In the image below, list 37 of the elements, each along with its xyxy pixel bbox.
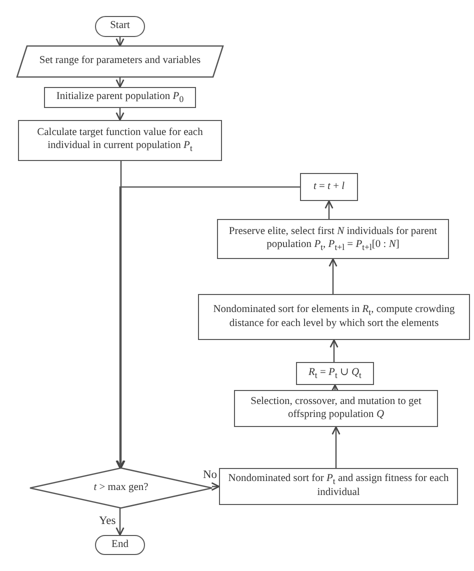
arrow — [328, 258, 338, 294]
arrow — [116, 37, 124, 47]
node-text: Set range for parameters and variables — [38, 55, 202, 68]
arrow — [116, 186, 300, 469]
arrow — [116, 161, 126, 469]
node-text: R$_{t}$ = P$_{t}$ ∪ Q$_{t}$ — [308, 366, 362, 380]
process-box — [44, 87, 196, 108]
node-text: Nondominated sort for elements in R$_{t}$, compute crowding distance for each level by which sort the elements — [212, 304, 456, 330]
process-box — [18, 120, 222, 161]
node-text: Start — [109, 20, 131, 33]
arrow — [116, 108, 124, 121]
node-text: Nondominated sort for P$_{t}$ and assign fitness for each individual — [227, 473, 450, 500]
arrow — [330, 339, 338, 362]
arrow — [211, 482, 220, 491]
terminal-box — [95, 535, 145, 555]
edge-label: No — [202, 468, 218, 482]
process-box — [300, 173, 358, 201]
node-text: Selection, crossover, and mutation to get offspring population Q — [250, 396, 422, 422]
node-text: t = t + l — [312, 180, 346, 194]
arrow — [116, 508, 124, 536]
node-text: Initialize parent population P$_{0}$ — [55, 90, 185, 104]
input-parallelogram — [17, 46, 223, 77]
arrow — [330, 384, 340, 393]
process-box — [198, 294, 470, 340]
node-text: Preserve elite, select first N individuals for parent population P$_{t}$, P$_{t+l}$ = P$_{t+l}$[0 : N] — [228, 226, 438, 252]
node-text: Calculate target function value for each individual in current population P$_{t}$ — [36, 127, 204, 154]
node-text: End — [110, 538, 130, 552]
process-box — [296, 362, 374, 385]
node-text: t > max gen? — [92, 482, 150, 494]
process-box — [217, 219, 449, 259]
terminal-box — [95, 16, 145, 37]
arrow — [324, 200, 334, 219]
process-box — [219, 468, 458, 505]
process-box — [234, 390, 438, 427]
arrow — [116, 77, 124, 88]
edge-label: Yes — [98, 514, 117, 528]
arrow — [332, 426, 340, 468]
